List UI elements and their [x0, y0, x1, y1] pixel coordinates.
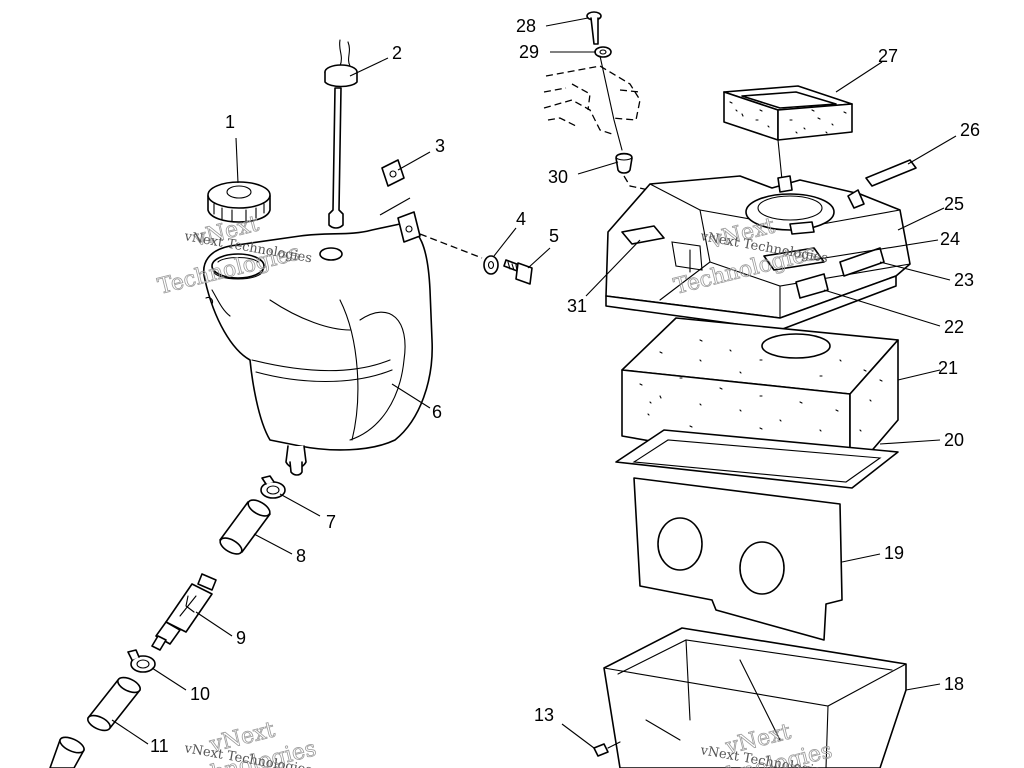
callout-5: 5	[549, 226, 559, 246]
leader-lines	[111, 17, 957, 749]
part-6-oil-tank	[203, 211, 433, 476]
bolt-alignment-line	[419, 233, 483, 259]
part-29-washer	[594, 46, 612, 58]
callout-18: 18	[944, 674, 964, 694]
callout-1: 1	[225, 112, 235, 132]
callout-21: 21	[938, 358, 958, 378]
callout-4: 4	[516, 209, 526, 229]
watermark-bottom-left: vNext Technologies vNext Technologies	[171, 717, 319, 768]
callout-26: 26	[960, 120, 980, 140]
part-28-screw	[586, 11, 602, 45]
callout-labels: 1 2 3 4 5 6 7 8 9 10 11 13 18 19 20 21 2…	[150, 16, 980, 756]
callout-31: 31	[567, 296, 587, 316]
part-4-washer	[483, 255, 499, 275]
callout-8: 8	[296, 546, 306, 566]
part-30-grommet	[615, 152, 633, 174]
callout-20: 20	[944, 430, 964, 450]
callout-23: 23	[954, 270, 974, 290]
callout-10: 10	[190, 684, 210, 704]
part-3-bracket	[379, 159, 411, 216]
callout-13: 13	[534, 705, 554, 725]
callout-30: 30	[548, 167, 568, 187]
part-21-foam-filter	[621, 317, 899, 477]
part-22-label	[795, 273, 829, 299]
callout-2: 2	[392, 43, 402, 63]
part-31-label	[621, 225, 665, 245]
callout-19: 19	[884, 543, 904, 563]
callout-29: 29	[519, 42, 539, 62]
part-7-clamp	[260, 475, 286, 499]
part-23-label	[839, 247, 885, 277]
part-8-hose	[219, 499, 271, 555]
callout-27: 27	[878, 46, 898, 66]
callout-24: 24	[940, 229, 960, 249]
callout-11: 11	[150, 736, 169, 756]
part-25-airbox-cover	[605, 175, 911, 331]
part-9-inline-filter	[151, 573, 217, 651]
callout-3: 3	[435, 136, 445, 156]
part-5-bolt	[503, 259, 533, 285]
part-1-filler-cap	[207, 181, 271, 223]
callout-28: 28	[516, 16, 536, 36]
callout-22: 22	[944, 317, 964, 337]
part-10-clamp	[127, 649, 156, 673]
part-26-strip	[865, 159, 917, 187]
part-19-baffle-plate	[633, 477, 843, 641]
screw-axis-line	[599, 55, 623, 151]
callout-25: 25	[944, 194, 964, 214]
part-27-foam-frame	[723, 85, 853, 141]
part-13-screw	[593, 741, 621, 757]
callout-7: 7	[326, 512, 336, 532]
callout-6: 6	[432, 402, 442, 422]
foam-alignment-line	[777, 139, 783, 181]
callout-9: 9	[236, 628, 246, 648]
part-24-label	[763, 247, 825, 271]
support-bracket-phantom	[543, 65, 641, 135]
outlet-hose	[49, 736, 85, 768]
part-11-hose	[87, 676, 141, 732]
part-20-gasket	[615, 429, 899, 489]
part-2-dipstick	[324, 39, 358, 229]
